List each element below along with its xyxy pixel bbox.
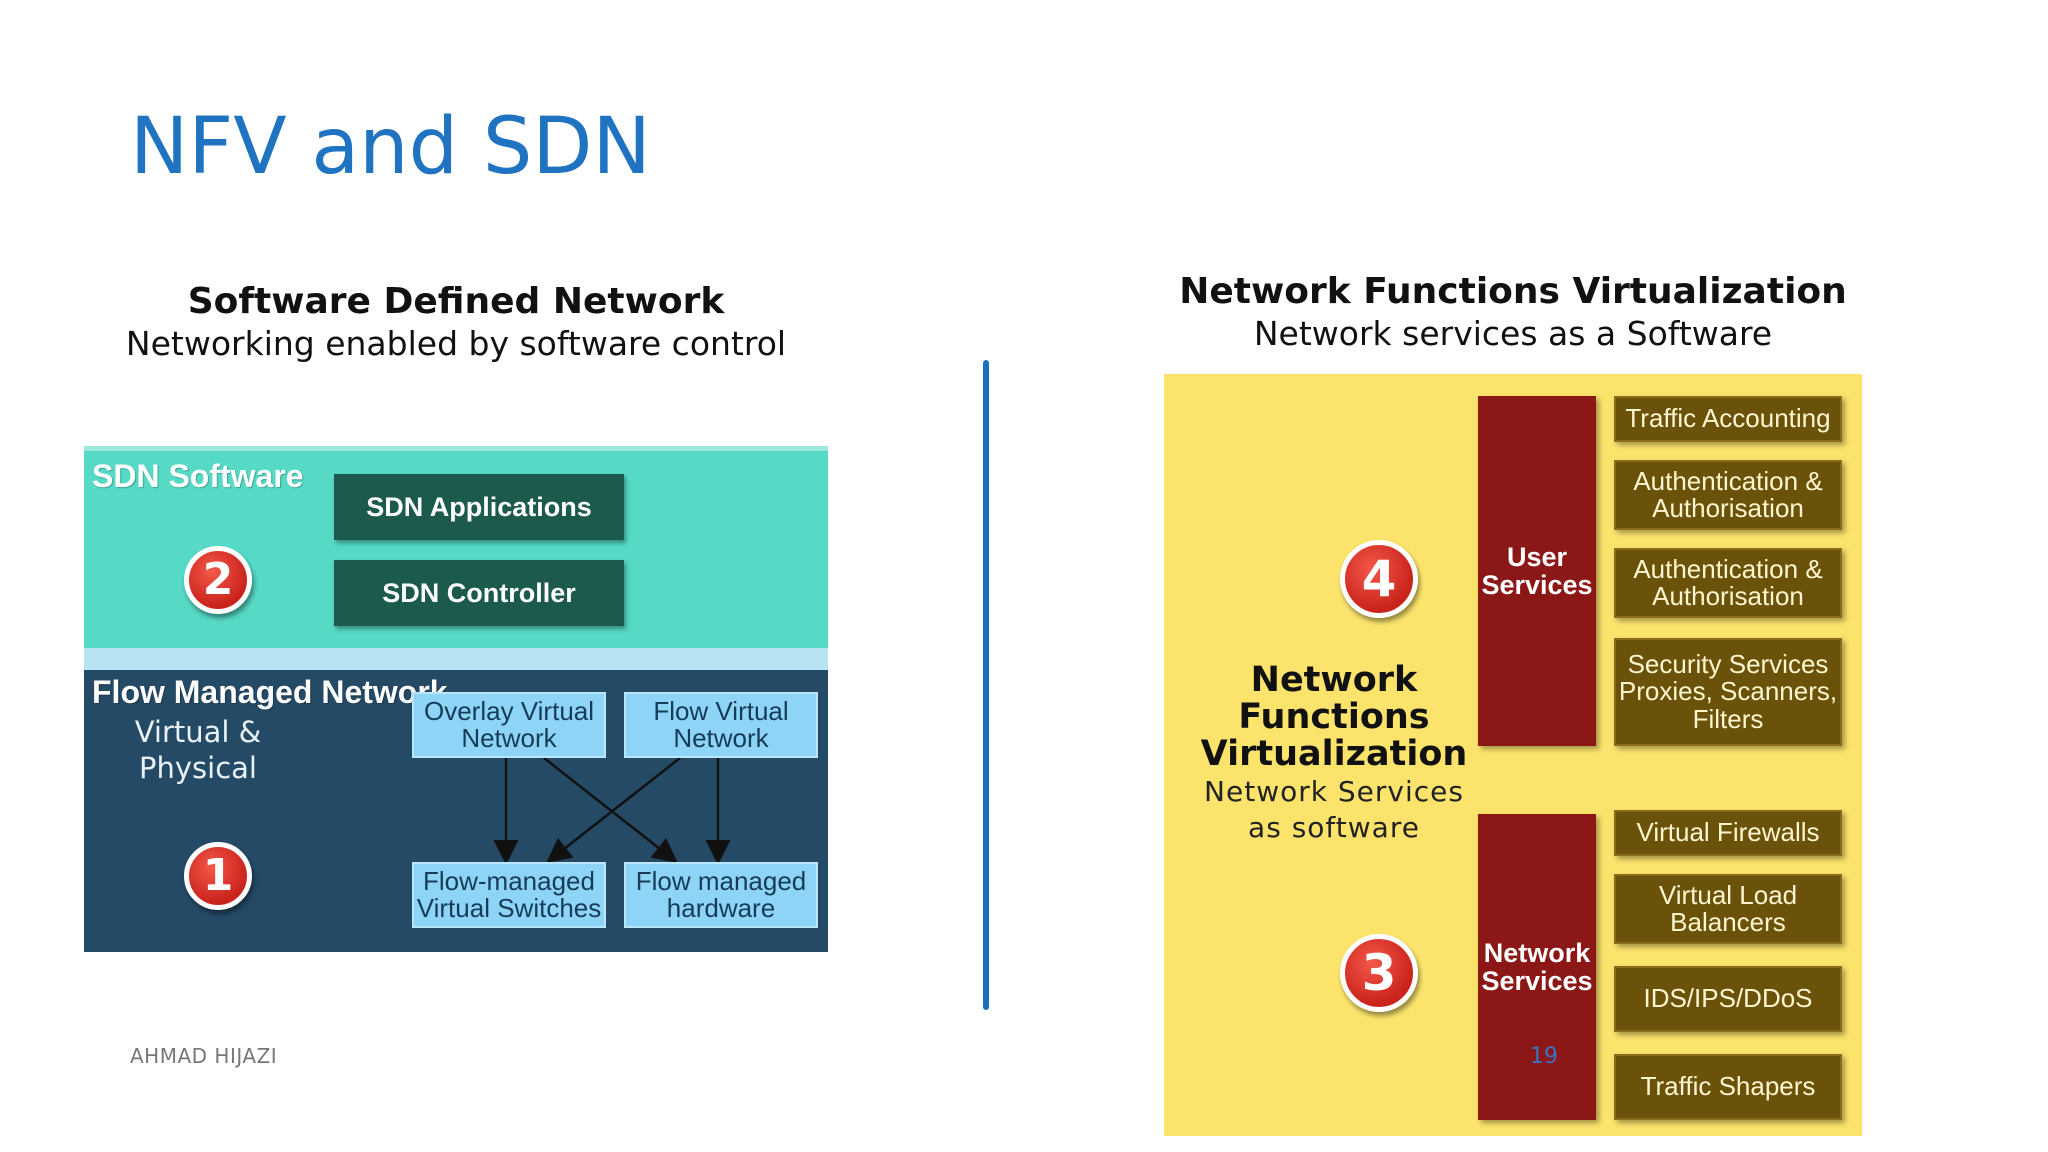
sdn-applications-box: SDN Applications	[334, 474, 624, 540]
nfv-center-title: Network Functions Virtualization	[1200, 660, 1468, 774]
sdn-controller-box: SDN Controller	[334, 560, 624, 626]
column-divider	[983, 360, 989, 1010]
layer-separator	[84, 648, 828, 670]
page-number: 19	[1530, 1044, 1558, 1069]
flow-arrows	[493, 757, 731, 865]
nfv-center-subtitle: Network Services as software	[1204, 775, 1464, 845]
step-4-badge: 4	[1340, 540, 1418, 618]
slide-title: NFV and SDN	[130, 102, 651, 192]
traffic-accounting-box: Traffic Accounting	[1614, 396, 1842, 442]
virtual-firewalls-box: Virtual Firewalls	[1614, 810, 1842, 856]
flow-managed-network-label: Flow Managed Network	[92, 674, 448, 710]
arrow-flowvirt-to-switches	[546, 757, 681, 864]
sdn-heading: Software Defined Network	[187, 281, 725, 322]
step-3-badge: 3	[1340, 934, 1418, 1012]
traffic-shapers-box: Traffic Shapers	[1614, 1054, 1842, 1120]
authentication-box-1: Authentication &Authorisation	[1614, 460, 1842, 530]
sdn-software-label: SDN Software	[92, 458, 304, 494]
virtual-physical-label: Virtual & Physical	[134, 715, 262, 786]
authentication-box-2: Authentication &Authorisation	[1614, 548, 1842, 618]
footer-author: AHMAD HIJAZI	[130, 1044, 278, 1068]
nfv-subheading: Network services as a Software	[1253, 314, 1773, 353]
step-2-badge: 2	[184, 546, 252, 614]
sdn-diagram: SDN Software 2 SDN Applications SDN Cont…	[84, 446, 828, 952]
ids-ips-ddos-box: IDS/IPS/DDoS	[1614, 966, 1842, 1032]
nfv-diagram: 4 3 Network Functions Virtualization Net…	[1164, 374, 1862, 1136]
nfv-heading: Network Functions Virtualization	[1179, 271, 1847, 312]
step-1-badge: 1	[184, 842, 252, 910]
arrow-overlay-to-hardware	[543, 757, 678, 864]
sdn-subheading: Networking enabled by software control	[125, 324, 787, 363]
